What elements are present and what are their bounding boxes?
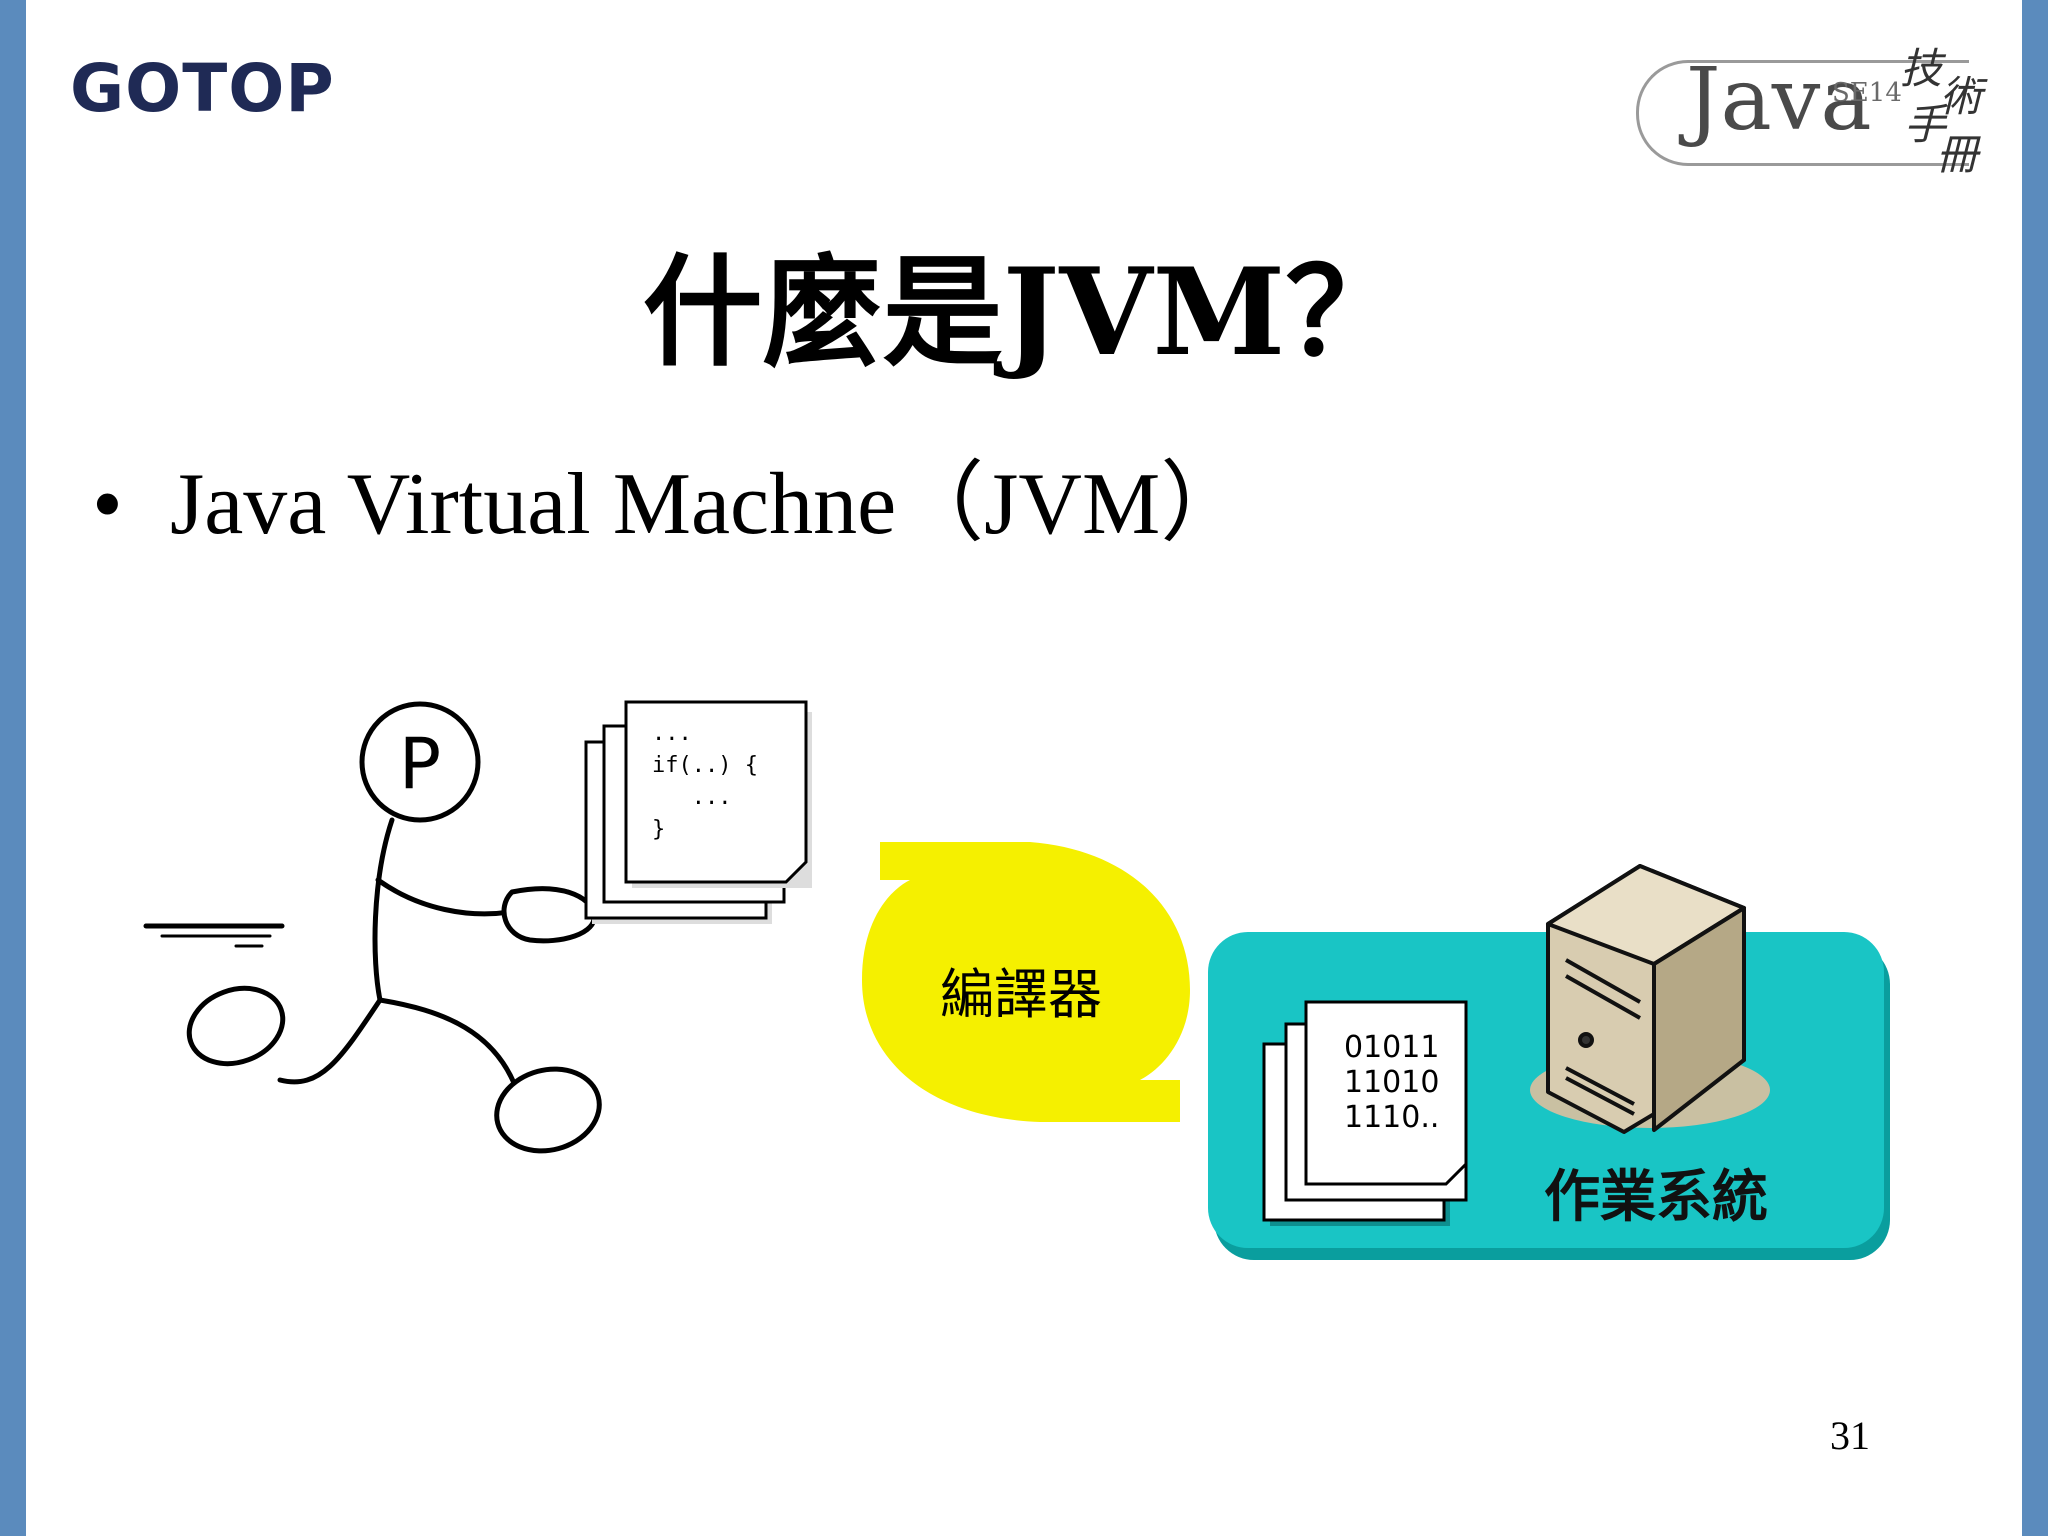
head bbox=[359, 701, 481, 823]
leg-right bbox=[377, 997, 523, 1103]
badge-char: 技 bbox=[1900, 44, 1943, 93]
binary-line: 1110.. bbox=[1344, 1100, 1440, 1135]
compiler-label: 編譯器 bbox=[940, 963, 1102, 1026]
binary-line: 01011 bbox=[1344, 1030, 1440, 1065]
java-book-badge: Java SE14 技 術 手 冊 bbox=[1636, 48, 1996, 178]
binary-code-text: 01011 11010 1110.. bbox=[1344, 1030, 1439, 1135]
badge-frame bbox=[1636, 60, 1969, 166]
foot-left bbox=[186, 985, 286, 1067]
badge-char: 手 bbox=[1904, 100, 1947, 149]
bullet-text: Java Virtual Machne（JVM） bbox=[170, 456, 1249, 553]
leg-left bbox=[277, 997, 383, 1085]
compiler-shape bbox=[862, 842, 1190, 1122]
bullet-marker: • bbox=[92, 456, 123, 553]
body bbox=[372, 817, 395, 1003]
binary-line: 11010 bbox=[1344, 1065, 1440, 1100]
foot-right bbox=[494, 1066, 602, 1154]
server-icon bbox=[1530, 864, 1770, 1134]
os-label: 作業系統 bbox=[1544, 1165, 1768, 1230]
arm bbox=[375, 877, 513, 917]
person-label: P bbox=[399, 723, 441, 805]
programmer-figure bbox=[143, 701, 602, 1154]
right-border-bar bbox=[2022, 0, 2048, 1536]
source-code-text: ... if(..) { ... } bbox=[652, 721, 758, 842]
binary-pages bbox=[1262, 1000, 1468, 1226]
hand bbox=[501, 886, 597, 944]
badge-char: 術 bbox=[1940, 72, 1983, 121]
badge-java-text: Java bbox=[1686, 50, 1872, 150]
gotop-logo: GOTOP bbox=[70, 50, 335, 127]
left-border-bar bbox=[0, 0, 26, 1536]
badge-chinese-title: 技 術 手 冊 bbox=[1896, 48, 1996, 178]
badge-char: 冊 bbox=[1936, 130, 1979, 179]
source-code-pages bbox=[584, 700, 812, 924]
bullet-item: • Java Virtual Machne（JVM） bbox=[92, 432, 1248, 559]
slide-title: 什麼是JVM？ bbox=[642, 242, 1406, 383]
badge-edition: SE14 bbox=[1832, 78, 1902, 108]
page-number: 31 bbox=[1830, 1413, 1870, 1458]
